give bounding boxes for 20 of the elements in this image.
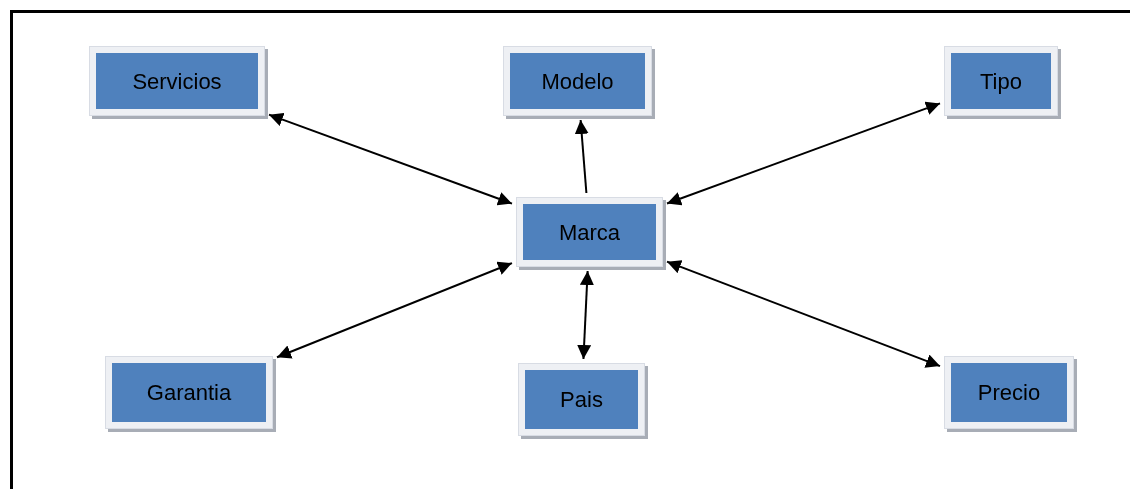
node-box	[944, 356, 1074, 429]
arrow	[268, 112, 513, 206]
node-label: Pais	[560, 386, 603, 414]
node-box	[516, 197, 663, 267]
arrow	[276, 261, 513, 359]
node-label: Garantia	[146, 379, 232, 407]
node-label: Modelo	[541, 67, 614, 96]
node-label: Servicios	[132, 67, 222, 96]
node-label: Marca	[558, 218, 621, 247]
node-box	[518, 363, 645, 436]
arrow	[577, 270, 594, 360]
arrow	[574, 119, 589, 194]
node-label: Precio	[977, 379, 1041, 407]
node-box	[105, 356, 273, 429]
node-box	[503, 46, 652, 116]
node-box	[89, 46, 265, 116]
node-box	[944, 46, 1058, 116]
node-label: Tipo	[980, 67, 1022, 96]
arrow	[666, 101, 941, 206]
arrow	[666, 260, 941, 368]
